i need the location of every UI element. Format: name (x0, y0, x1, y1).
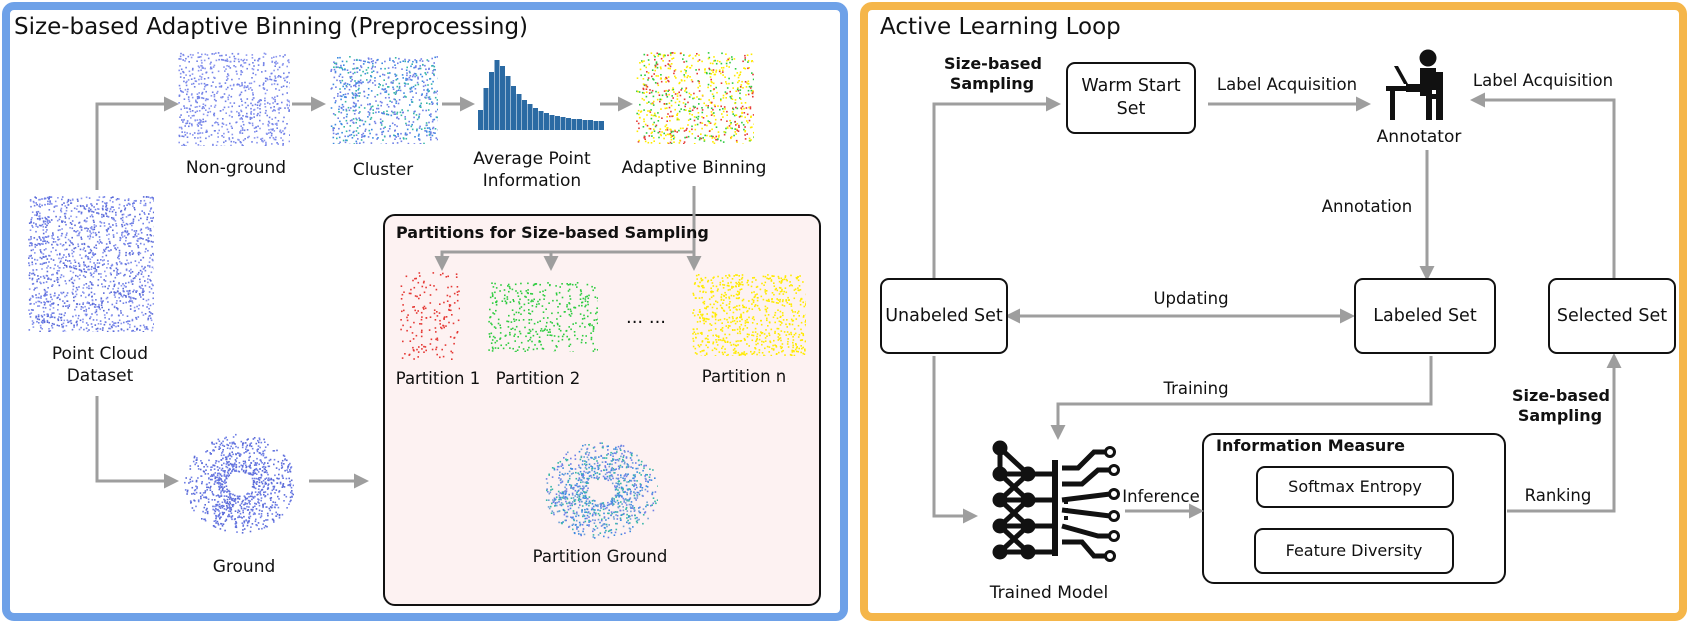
cluster-label: Cluster (352, 160, 414, 180)
inference-label: Inference (1122, 487, 1200, 506)
partitions-box (383, 214, 821, 606)
nonground-cloud-icon (178, 52, 290, 146)
selected-set-label: Selected Set (1556, 305, 1668, 326)
feature-diversity-label: Feature Diversity (1285, 540, 1423, 560)
ground-cloud-icon (184, 433, 294, 534)
unlabeled-set-box: Unabeled Set (880, 278, 1008, 354)
ground-label: Ground (212, 557, 276, 577)
labeled-set-label: Labeled Set (1373, 305, 1477, 326)
partition-ellipsis: ... ... (625, 307, 667, 328)
ranking-label: Ranking (1524, 486, 1592, 505)
preprocessing-title: Size-based Adaptive Binning (Preprocessi… (14, 14, 529, 40)
histogram-icon (478, 60, 604, 130)
cluster-cloud-icon (330, 56, 438, 144)
arrow-binning-to-partitions (434, 186, 696, 271)
arrow-selected-to-annotator (1470, 92, 1616, 278)
annotator-label: Annotator (1376, 127, 1462, 147)
nonground-label: Non-ground (185, 158, 287, 178)
feature-diversity-box: Feature Diversity (1254, 528, 1454, 574)
partition-ground-label: Partition Ground (532, 547, 668, 566)
partition-n-label: Partition n (701, 367, 787, 386)
partition-1-cloud-icon (400, 272, 460, 360)
arrow-unlabeled-to-model (932, 356, 978, 524)
partition-n-cloud-icon (692, 274, 806, 356)
trained-model-label: Trained Model (989, 583, 1109, 603)
arrow-unlabeled-to-warmstart (932, 96, 1061, 278)
softmax-entropy-label: Softmax Entropy (1288, 476, 1422, 496)
updating-label: Updating (1153, 289, 1229, 308)
label-acquisition-right-label: Label Acquisition (1472, 71, 1614, 90)
partitions-title: Partitions for Size-based Sampling (396, 223, 709, 242)
annotation-label: Annotation (1321, 197, 1413, 216)
softmax-entropy-box: Softmax Entropy (1256, 466, 1454, 508)
preprocessing-panel (2, 2, 848, 621)
arrow-dataset-to-nonground (95, 96, 179, 190)
selected-set-box: Selected Set (1548, 278, 1676, 354)
partition-ground-cloud-icon (545, 442, 658, 539)
label-acquisition-left-label: Label Acquisition (1216, 75, 1358, 94)
annotator-icon (1386, 49, 1443, 120)
partition-2-label: Partition 2 (495, 369, 581, 388)
active-learning-panel (860, 2, 1687, 621)
arrow-info-to-selected (1507, 353, 1622, 513)
arrow-labeled-to-model (1050, 356, 1433, 440)
partition-2-cloud-icon (488, 282, 598, 352)
arrow-dataset-to-ground (95, 396, 179, 489)
point-cloud-dataset-icon (28, 196, 154, 332)
labeled-set-box: Labeled Set (1354, 278, 1496, 354)
neural-network-icon (992, 440, 1120, 562)
active-learning-title: Active Learning Loop (880, 14, 1121, 40)
information-measure-title: Information Measure (1216, 436, 1405, 455)
training-label: Training (1163, 379, 1229, 398)
partition-1-label: Partition 1 (395, 369, 481, 388)
adaptive-binning-label: Adaptive Binning (621, 158, 767, 178)
unlabeled-set-label: Unabeled Set (885, 305, 1003, 326)
adaptive-binning-cloud-icon (636, 52, 754, 144)
